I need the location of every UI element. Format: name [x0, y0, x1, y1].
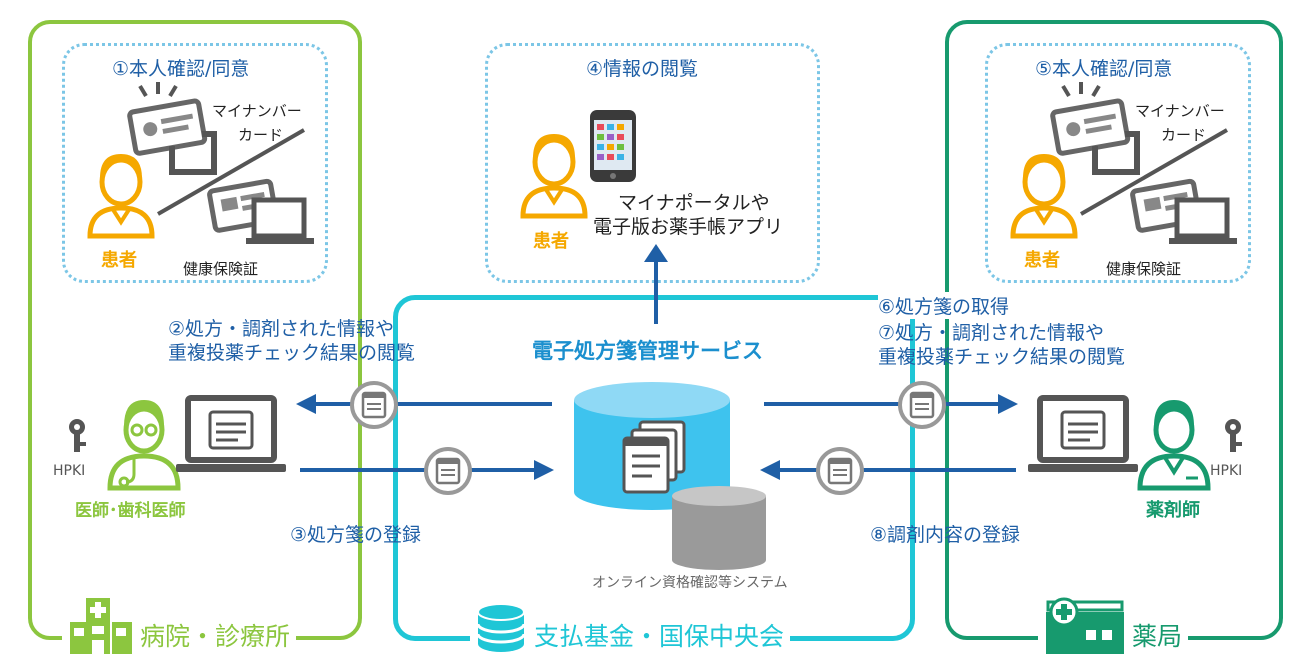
key-icon: [1225, 419, 1242, 452]
divider-line: [1080, 128, 1228, 216]
key-icon: [69, 419, 86, 452]
step5-label: ⑤本人確認/同意: [1035, 58, 1173, 80]
hospital-footer: 病院・診療所: [62, 596, 297, 654]
mynumber-card-icon: [127, 82, 217, 175]
online-system-label: オンライン資格確認等システム: [592, 575, 788, 591]
center-footer-label: 支払基金・国保中央会: [534, 622, 785, 651]
pharmacy-building-icon: [1046, 597, 1124, 654]
patient-icon: [1010, 154, 1078, 239]
patient-label: 患者: [533, 231, 569, 252]
patient-label: 患者: [1024, 250, 1060, 271]
online-system-database-icon: [672, 486, 766, 570]
document-stack-icon: [622, 420, 686, 494]
database-footer-icon: [476, 603, 526, 652]
pharmacy-footer: 薬局: [1038, 597, 1189, 654]
step2-line1: ②処方・調剤された情報や: [168, 318, 395, 340]
arrow-register-from-pharmacy: [760, 460, 1016, 480]
arrow-view-to-pharmacy: [764, 394, 1018, 414]
step8-label: ⑧調剤内容の登録: [870, 524, 1021, 546]
patient-label: 患者: [101, 250, 137, 271]
hospital-footer-label: 病院・診療所: [140, 622, 291, 651]
doctor-label: 医師･歯科医師: [75, 501, 186, 521]
pharmacy-consent-panel: [985, 43, 1251, 283]
document-badge-icon: [816, 447, 864, 495]
card-label-2: カード: [238, 126, 284, 144]
card-label-1: マイナンバー: [1135, 102, 1225, 120]
center-footer: 支払基金・国保中央会: [470, 598, 791, 654]
pharmacist-icon: [1137, 400, 1211, 491]
portal-line2: 電子版お薬手帳アプリ: [593, 216, 784, 238]
portal-line1: マイナポータルや: [618, 192, 770, 214]
card-label-1: マイナンバー: [212, 102, 302, 120]
laptop-icon: [1028, 395, 1138, 472]
document-badge-icon: [898, 381, 946, 429]
hpki-label: HPKI: [1210, 463, 1243, 479]
step1-label: ①本人確認/同意: [112, 58, 250, 80]
step4-label: ④情報の閲覧: [586, 58, 699, 80]
step7-line1: ⑦処方・調剤された情報や: [878, 322, 1105, 344]
divider-line: [157, 128, 305, 216]
smartphone-icon: [590, 110, 636, 182]
step3-label: ③処方箋の登録: [290, 524, 422, 546]
insurance-label: 健康保険証: [1106, 260, 1182, 278]
hpki-label: HPKI: [53, 463, 86, 479]
doctor-icon: [107, 400, 181, 491]
patient-icon: [87, 154, 155, 239]
arrow-register-from-hospital: [300, 460, 554, 480]
patient-icon: [520, 134, 588, 219]
document-badge-icon: [350, 381, 398, 429]
hospital-consent-panel: [62, 43, 328, 283]
step2-line2: 重複投薬チェック結果の閲覧: [168, 342, 416, 364]
pharmacist-label: 薬剤師: [1146, 500, 1200, 521]
hospital-building-icon: [70, 598, 132, 654]
step6-label: ⑥処方箋の取得: [878, 292, 1014, 319]
step7-line2: 重複投薬チェック結果の閲覧: [878, 346, 1126, 368]
insurance-card-icon: [207, 178, 314, 244]
insurance-label: 健康保険証: [183, 260, 259, 278]
laptop-icon: [176, 395, 286, 472]
arrow-view-to-hospital: [296, 394, 552, 414]
service-title: 電子処方箋管理サービス: [528, 335, 767, 365]
up-arrow-icon: [644, 244, 668, 324]
card-label-2: カード: [1161, 126, 1207, 144]
patient-view-panel: [485, 43, 820, 283]
insurance-card-icon: [1130, 178, 1237, 244]
pharmacy-footer-label: 薬局: [1132, 622, 1183, 651]
document-badge-icon: [424, 447, 472, 495]
mynumber-card-icon: [1050, 82, 1140, 175]
